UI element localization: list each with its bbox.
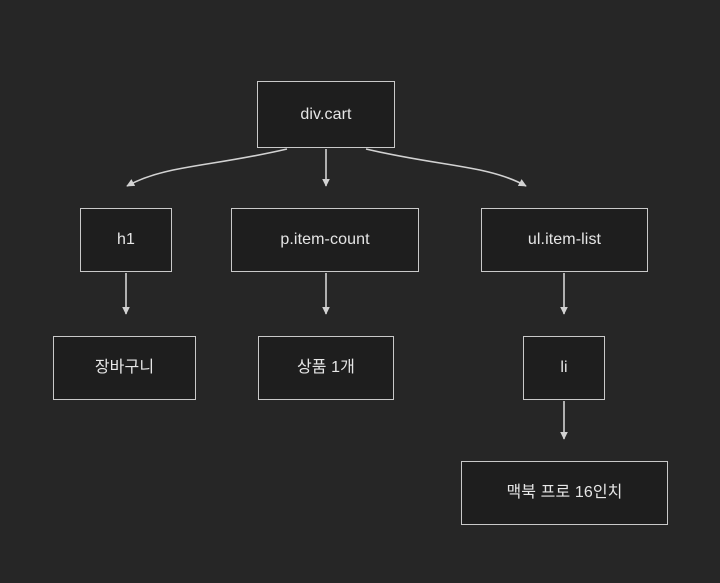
node-div-cart[interactable]: div.cart [257, 81, 395, 148]
node-p-item-count[interactable]: p.item-count [231, 208, 419, 272]
node-label: ul.item-list [527, 231, 602, 248]
node-label: p.item-count [280, 231, 370, 248]
node-p-item-count-text[interactable]: 상품 1개 [258, 336, 394, 400]
node-label: 장바구니 [94, 359, 155, 376]
node-label: 맥북 프로 16인치 [506, 484, 623, 501]
node-h1-text[interactable]: 장바구니 [53, 336, 196, 400]
node-label: li [560, 359, 568, 376]
node-h1[interactable]: h1 [80, 208, 172, 272]
node-ul-item-list[interactable]: ul.item-list [481, 208, 648, 272]
node-label: div.cart [300, 105, 352, 123]
node-label: 상품 1개 [296, 359, 355, 376]
edge-divcart-to-ulitemlist [365, 148, 527, 187]
node-label: h1 [117, 231, 135, 248]
edge-divcart-to-h1 [126, 148, 288, 187]
node-li[interactable]: li [523, 336, 605, 400]
node-li-text[interactable]: 맥북 프로 16인치 [461, 461, 668, 525]
